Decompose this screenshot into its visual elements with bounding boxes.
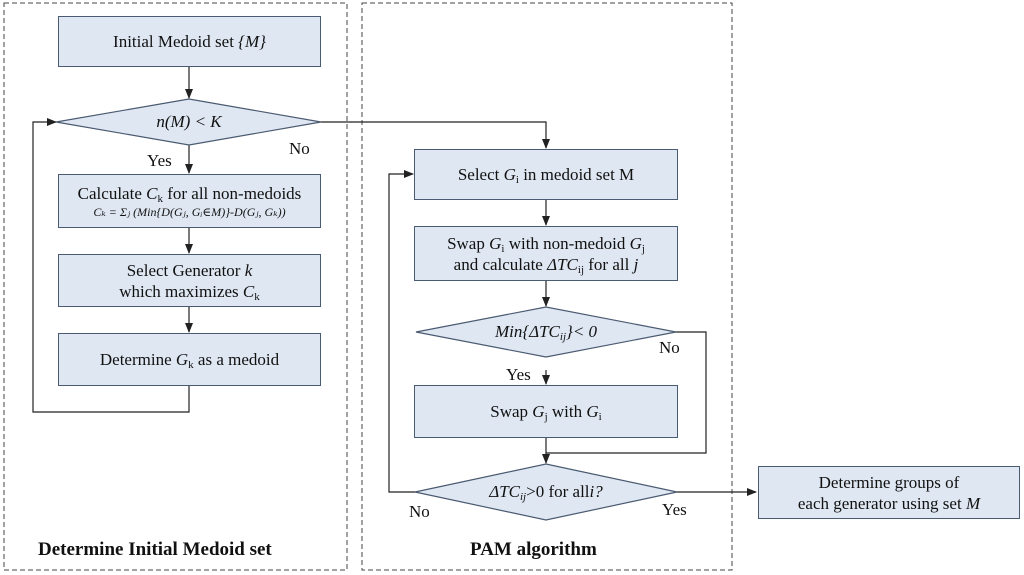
select-gi-box: Select Gi in medoid set M <box>414 149 678 200</box>
output-line2-prefix: each generator using set <box>797 493 966 513</box>
final-cond-b: >0 for all <box>526 482 590 501</box>
swap-box: Swap Gj with Gi <box>414 385 678 438</box>
condition-label: n(M) < K <box>156 112 222 131</box>
final-cond-sub: ij <box>520 491 527 503</box>
swap-calc-sub2: j <box>641 242 645 255</box>
final-cond-c: i? <box>589 482 603 501</box>
calc-var: C <box>146 183 158 203</box>
select-gi-suffix: in medoid set M <box>518 165 635 184</box>
select-gi-var: G <box>503 165 516 184</box>
determine-suffix: as a medoid <box>193 350 280 369</box>
calc-prefix: Calculate <box>77 183 147 203</box>
final-yes-label: Yes <box>662 500 687 519</box>
swap-calc-a: Swap <box>447 233 490 253</box>
min-no-label: No <box>659 338 680 357</box>
determine-medoid-box: Determine Gk as a medoid <box>58 333 321 386</box>
final-cond-a: ΔTC <box>489 482 520 501</box>
swap-calc-b: with non-medoid <box>504 233 630 253</box>
swap-a: Swap <box>490 402 533 421</box>
calc-sub: k <box>157 192 163 205</box>
output-groups-box: Determine groups of each generator using… <box>758 466 1020 519</box>
calc-delta-var2: j <box>633 254 639 274</box>
calc-delta-b: for all <box>584 254 634 274</box>
select-var: k <box>244 260 253 280</box>
swap-calc-var2: G <box>629 233 642 253</box>
calc-delta-sub: ij <box>577 263 585 276</box>
condition-diamond <box>55 98 322 146</box>
calc-delta-var: ΔTC <box>547 254 578 274</box>
output-line2-var: M <box>965 493 981 513</box>
calc-suffix: for all non-medoids <box>162 183 302 203</box>
initial-box-var: {M} <box>238 32 266 51</box>
final-no-label: No <box>409 502 430 521</box>
select-gi-prefix: Select <box>457 165 504 184</box>
calc-formula: Cₖ = Σⱼ (Min{D(Gⱼ, Gᵢ∈M)}-D(Gⱼ, Gₖ)) <box>93 204 286 219</box>
swap-b: with <box>547 402 587 421</box>
min-cond-sub: ij <box>559 331 567 343</box>
determine-var: G <box>175 350 189 369</box>
initial-box-text: Initial Medoid set <box>113 32 239 51</box>
swap-calc-sub1: i <box>501 242 505 255</box>
final-condition-diamond <box>414 463 678 521</box>
swap-var1: G <box>532 402 545 421</box>
swap-sub1: j <box>544 411 548 423</box>
maximize-sub: k <box>254 290 260 303</box>
no-label: No <box>289 139 310 158</box>
min-yes-label: Yes <box>506 365 531 384</box>
left-panel-title: Determine Initial Medoid set <box>38 539 272 560</box>
determine-prefix: Determine <box>99 350 176 369</box>
swap-calc-var1: G <box>489 233 502 253</box>
min-cond-a: Min{ΔTC <box>494 322 560 341</box>
swap-var2: G <box>586 402 599 421</box>
maximize-var: C <box>242 281 255 301</box>
swap-calculate-box: Swap Gi with non-medoid Gj and calculate… <box>414 226 678 281</box>
determine-sub: k <box>188 359 194 371</box>
min-condition-text: Min{ΔTCij}< 0 <box>456 319 636 345</box>
select-prefix: Select Generator <box>126 260 245 280</box>
min-cond-b: }< 0 <box>566 322 598 341</box>
final-condition-text: ΔTCij>0 for all i? <box>456 479 636 505</box>
calculate-box: Calculate Ck for all non-medoids Cₖ = Σⱼ… <box>58 174 321 228</box>
condition-text: n(M) < K <box>100 109 278 135</box>
yes-label: Yes <box>147 151 172 170</box>
right-panel-title: PAM algorithm <box>470 539 597 560</box>
left-panel-border <box>3 2 348 571</box>
select-generator-box: Select Generator k which maximizes Ck <box>58 254 321 307</box>
output-line1: Determine groups of <box>818 472 960 492</box>
initial-medoid-box: Initial Medoid set {M} <box>58 16 321 67</box>
min-condition-diamond <box>415 306 677 358</box>
select-gi-sub: i <box>515 174 519 186</box>
maximize-prefix: which maximizes <box>119 281 243 301</box>
calc-delta-a: and calculate <box>453 254 548 274</box>
swap-sub2: i <box>598 411 602 423</box>
right-panel-border <box>361 2 733 571</box>
